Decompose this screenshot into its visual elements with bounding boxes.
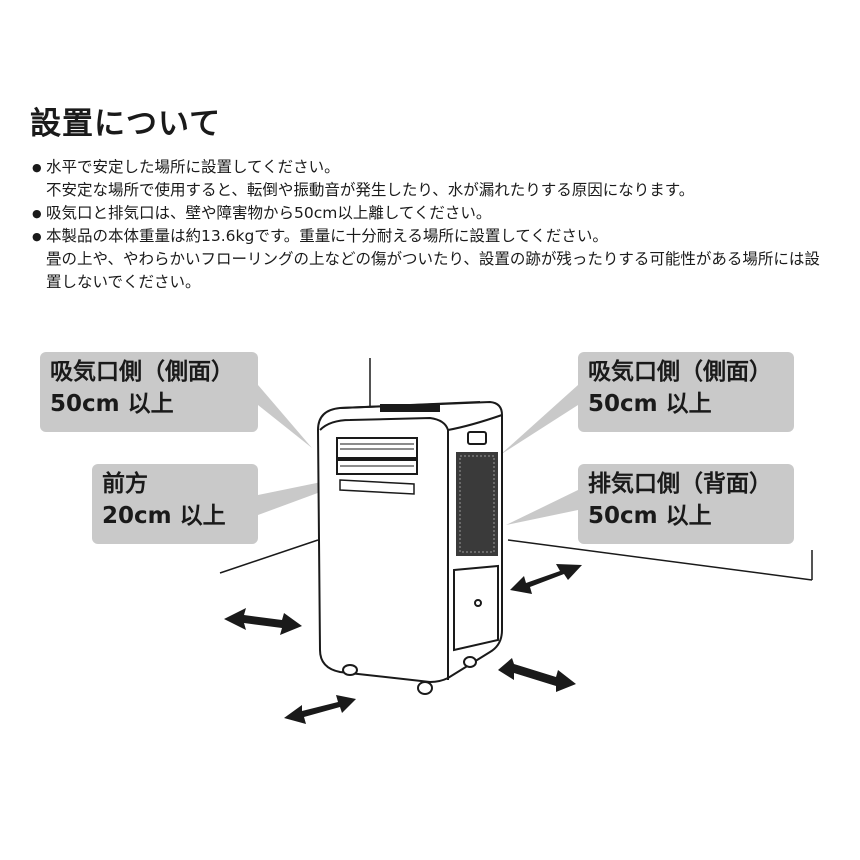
air-conditioner-illustration: [316, 400, 503, 695]
callout-intake-side-left: 吸気口側（側面） 50cm 以上: [40, 352, 258, 432]
double-arrow-icon: [224, 564, 582, 724]
note-text: 水平で安定した場所に設置してください。: [46, 158, 340, 176]
page-title: 設置について: [30, 106, 222, 142]
callout-label: 排気口側（背面）: [588, 471, 772, 497]
note-item-weight: 本製品の本体重量は約13.6kgです。重量に十分耐える場所に設置してください。 …: [32, 225, 832, 294]
callout-exhaust-back: 排気口側（背面） 50cm 以上: [578, 464, 794, 544]
callout-distance: 20cm 以上: [102, 503, 226, 529]
note-text-detail: 不安定な場所で使用すると、転倒や振動音が発生したり、水が漏れたりする原因になりま…: [46, 181, 695, 199]
note-item-level: 水平で安定した場所に設置してください。 不安定な場所で使用すると、転倒や振動音が…: [32, 156, 832, 202]
callout-label: 前方: [102, 471, 148, 497]
callout-distance: 50cm 以上: [588, 391, 712, 417]
callout-label: 吸気口側（側面）: [50, 359, 234, 385]
notes-list: 水平で安定した場所に設置してください。 不安定な場所で使用すると、転倒や振動音が…: [32, 156, 832, 294]
note-text: 吸気口と排気口は、壁や障害物から50cm以上離してください。: [46, 204, 492, 222]
callout-label: 吸気口側（側面）: [588, 359, 772, 385]
callout-distance: 50cm 以上: [50, 391, 174, 417]
callout-intake-side-right: 吸気口側（側面） 50cm 以上: [578, 352, 794, 432]
note-item-clearance: 吸気口と排気口は、壁や障害物から50cm以上離してください。: [32, 202, 832, 225]
callout-front: 前方 20cm 以上: [92, 464, 258, 544]
callout-pointers: [258, 385, 578, 525]
note-text: 本製品の本体重量は約13.6kgです。重量に十分耐える場所に設置してください。: [46, 227, 608, 245]
note-text-detail: 畳の上や、やわらかいフローリングの上などの傷がついたり、設置の跡が残ったりする可…: [46, 250, 820, 291]
callout-distance: 50cm 以上: [588, 503, 712, 529]
